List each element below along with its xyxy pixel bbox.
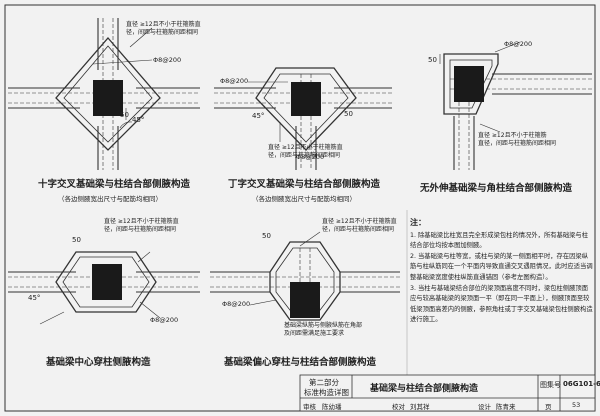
corner-note-line-1: 直径 ≥12且不小于柱箍筋: [478, 132, 547, 139]
general-notes: 注： 1. 除基础梁比柱宽且完全形成梁包柱的情况外，所有基础梁与柱结合部位均按本…: [410, 218, 594, 326]
tee-angle-label: 45°: [252, 112, 265, 120]
tee-column: [291, 82, 321, 116]
note-item-2: 2. 当基础梁与柱等宽，或柱与梁的某一侧面相平时，存在因梁纵筋与柱纵筋同在一个平…: [410, 252, 593, 281]
checker-name: 刘其祥: [410, 403, 430, 411]
center-note: 直径 ≥12且不小于柱箍筋直 径，间距与柱箍筋间距相同: [104, 218, 200, 234]
eccentric-note: 直径 ≥12且不小于柱箍筋直 径，间距与柱箍筋间距相同: [322, 218, 412, 234]
reviewer-name: 陈幼璠: [322, 403, 342, 411]
atlas-number: 06G101-6: [563, 380, 600, 388]
eccentric-stirrup-label: Φ8@200: [222, 300, 251, 308]
check-label: 校对: [392, 403, 405, 411]
atlas-label: 图集号: [540, 381, 561, 389]
page-label: 页: [545, 403, 552, 411]
eccentric-column: [290, 282, 320, 318]
center-title: 基础梁中心穿柱侧腋构造: [46, 357, 151, 368]
tee-subtitle: （各边侧腋宽出尺寸与配筋均相同）: [252, 195, 356, 203]
cross-dim-50: 50: [120, 111, 129, 119]
eccentric-note-bottom-line-1: 基础梁纵筋与侧腋纵筋在角部: [284, 322, 363, 329]
tee-stirrup-bottom: Φ8@200: [296, 153, 325, 161]
drawing-title: 基础梁与柱结合部侧腋构造: [370, 384, 479, 394]
cross-title: 十字交叉基础梁与柱结合部侧腋构造: [38, 179, 191, 190]
design-label: 设计: [478, 403, 491, 411]
center-note-line-1: 直径 ≥12且不小于柱箍筋直: [104, 218, 179, 225]
corner-column: [454, 66, 484, 102]
cross-note-line-2: 径，间距与柱箍筋间距相同: [126, 29, 199, 36]
notes-heading: 注：: [410, 218, 426, 227]
cross-stirrup-label: Φ8@200: [153, 56, 182, 64]
corner-note-line-2: 直径，间距与柱箍筋间距相同: [478, 140, 557, 147]
corner-title: 无外伸基础梁与角柱结合部侧腋构造: [420, 183, 573, 194]
cross-subtitle: （各边侧腋宽出尺寸与配筋均相同）: [58, 195, 162, 203]
sheet-border: [4, 4, 596, 412]
corner-note-bottom: 直径 ≥12且不小于柱箍筋 直径，间距与柱箍筋间距相同: [478, 132, 574, 148]
center-stirrup-label: Φ8@200: [150, 316, 179, 324]
note-item-1: 1. 除基础梁比柱宽且完全形成梁包柱的情况外，所有基础梁与柱结合部位均按本图加侧…: [410, 231, 589, 250]
title-block: [299, 374, 596, 412]
tee-stirrup-left: Φ8@200: [220, 77, 249, 85]
tee-dim-50: 50: [344, 110, 353, 118]
cross-note: 直径 ≥12且不小于柱箍筋直 径，间距与柱箍筋间距相同: [126, 21, 212, 37]
center-note-line-2: 径，间距与柱箍筋间距相同: [104, 226, 177, 233]
tee-title: 丁字交叉基础梁与柱结合部侧腋构造: [228, 179, 381, 190]
designer-name: 陈青来: [496, 403, 516, 411]
center-column: [92, 264, 122, 300]
page-number: 53: [572, 401, 581, 409]
figure-corner-joint: [439, 41, 592, 170]
center-dim-50: 50: [72, 236, 81, 244]
eccentric-title: 基础梁偏心穿柱与柱结合部侧腋构造: [224, 357, 377, 368]
corner-dim-50: 50: [428, 56, 437, 64]
cross-column: [93, 80, 123, 116]
cross-note-line-1: 直径 ≥12且不小于柱箍筋直: [126, 21, 201, 28]
corner-stirrup-label: Φ8@200: [504, 40, 533, 48]
eccentric-note-line-1: 直径 ≥12且不小于柱箍筋直: [322, 218, 397, 225]
eccentric-dim-50: 50: [262, 232, 271, 240]
note-item-3: 3. 当柱与基础梁结合部位的梁顶面高度不同时，梁包柱侧腋顶面应与较高基础梁的梁顶…: [410, 284, 593, 324]
section-sub-label: 标准构造详图: [304, 388, 349, 397]
center-angle-label: 45°: [28, 294, 41, 302]
tee-note-bottom: 直径 ≥12且不小于柱箍筋直 径，间距与柱箍筋间距相同: [268, 144, 358, 160]
review-label: 审核: [303, 403, 316, 411]
tee-note-line-2: 径，间距与柱箍筋间距相同: [268, 152, 341, 159]
eccentric-note-bottom-line-2: 及间距需满足施工要求: [284, 330, 345, 337]
cross-angle-label: 45°: [132, 116, 145, 124]
tee-note-line-1: 直径 ≥12且不小于柱箍筋直: [268, 144, 343, 151]
section-label: 第二部分: [309, 378, 339, 387]
eccentric-note-line-2: 径，间距与柱箍筋间距相同: [322, 226, 395, 233]
eccentric-note-bottom: 基础梁纵筋与侧腋纵筋在角部 及间距需满足施工要求: [284, 322, 394, 338]
